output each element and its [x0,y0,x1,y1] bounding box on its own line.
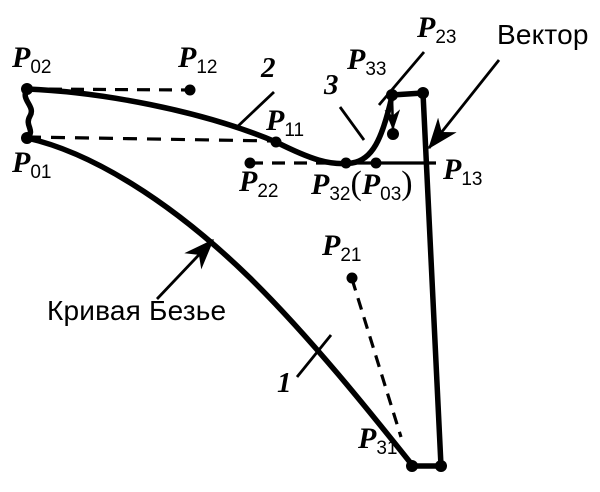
label-p31: P31 [358,422,398,459]
label-p13: P13 [443,153,483,190]
label-p12-base: P [178,41,197,74]
leader-arrow-bezier-curve [155,238,215,300]
point-p22 [244,157,256,169]
label-segment-3: 3 [324,69,339,101]
label-p02-base: P [12,41,31,74]
label-p31-sub: 31 [376,438,398,459]
label-p33-base: P [347,43,366,76]
label-p31-base: P [358,422,377,455]
leader-arrow-vector [427,59,501,150]
label-p21: P21 [322,229,362,266]
point-p21 [346,272,358,284]
label-p23-base: P [417,11,436,44]
label-p23: P23 [417,11,457,48]
point-p02 [21,83,33,95]
dashed-tangent-p02-p12 [26,87,190,92]
point-p03 [370,157,382,169]
label-p11-sub: 11 [284,120,305,141]
dashed-tangent-p21-p31 [350,278,403,438]
label-p21-sub: 21 [340,245,362,266]
label-p33-sub: 33 [365,59,387,80]
label-p22-sub: 22 [257,181,279,202]
label-p01-base: P [12,146,31,179]
label-p32-base: P [311,168,330,201]
point-p31 [406,460,418,472]
lower-bezier-curve [24,135,416,469]
point-p12 [184,84,196,96]
dashed-tangent-p01-p11 [26,135,276,143]
label-p23-sub: 23 [435,27,457,48]
label-p33: P33 [347,43,387,80]
point-bottom-right [435,460,447,472]
label-p02: P02 [12,41,52,78]
left-squiggle-connector [22,86,35,141]
label-p13-base: P [443,153,462,186]
label-p12-sub: 12 [196,57,218,78]
label-p32-p03: P32(P03) [311,165,413,205]
point-p01 [21,132,33,144]
label-open-paren: ( [350,165,362,202]
point-p33 [386,89,398,101]
label-close-paren: ) [401,165,413,202]
point-p23 [387,128,399,140]
label-p12: P12 [178,41,218,78]
leader-line-3 [338,106,366,141]
label-p32-sub: 32 [329,184,351,205]
point-p11 [270,136,282,148]
label-p21-base: P [322,229,341,262]
label-p01: P01 [12,146,52,183]
right-edge-segment [420,90,444,469]
tangent-arrow-p33-p23 [384,98,401,131]
label-bezier-curve: Кривая Безье [47,295,227,326]
label-p22: P22 [239,165,279,202]
label-p03-sub: 03 [380,184,402,205]
label-p11: P11 [266,104,305,141]
point-p13 [417,87,429,99]
upper-bezier-curve [24,86,279,145]
label-segment-1: 1 [277,367,292,399]
label-p01-sub: 01 [30,162,52,183]
label-p02-sub: 02 [30,57,52,78]
label-p03-base: P [361,168,381,201]
label-segment-2: 2 [261,52,276,84]
label-p13-sub: 13 [461,169,483,190]
label-vector: Вектор [497,19,589,50]
leader-line-2 [235,90,275,130]
label-p11-base: P [266,104,285,137]
point-p32 [340,157,352,169]
leader-line-1 [295,334,333,378]
label-p22-base: P [239,165,258,198]
